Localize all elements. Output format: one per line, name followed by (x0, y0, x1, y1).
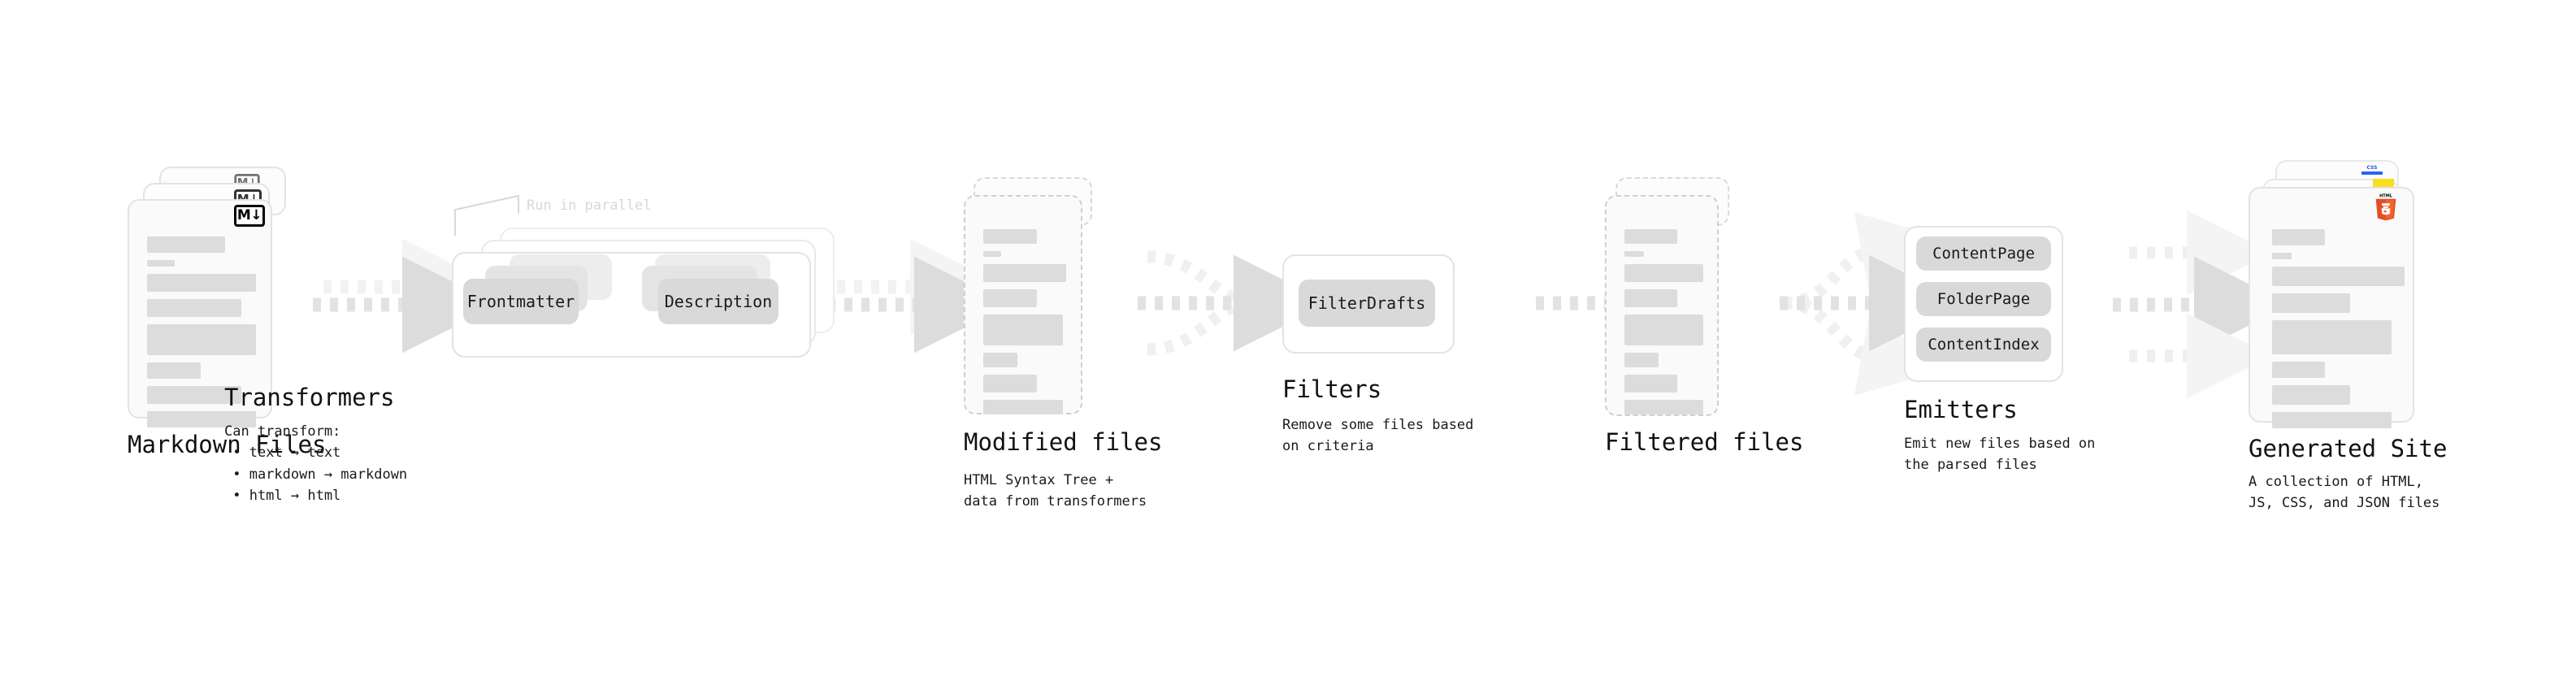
stage-title-modified-files: Modified files (964, 428, 1163, 456)
run-in-parallel-label: Run in parallel (527, 197, 652, 214)
doc-content-lines (2272, 229, 2405, 428)
emitter-chip-contentpage[interactable]: ContentPage (1916, 236, 2051, 271)
arrow-transformers-to-modified (827, 238, 1011, 354)
markdown-file-card-front (128, 199, 272, 427)
html5-icon: HTML 5 (2374, 193, 2398, 221)
html5-icon-glyph: HTML 5 (2375, 193, 2396, 221)
filtered-file-card-front (1605, 195, 1719, 416)
stage-title-emitters: Emitters (1904, 396, 2018, 423)
stage-title-markdown-files: Markdown Files (128, 431, 327, 458)
modified-file-card-front (964, 195, 1082, 414)
stage-title-generated-site: Generated Site (2249, 435, 2448, 462)
arrow-markdown-to-transformers (313, 238, 499, 354)
stage-caption-transformers: Can transform: • text → text • markdown … (224, 423, 408, 505)
doc-content-lines (147, 236, 256, 427)
arrow-filtered-to-emitters (1780, 212, 1966, 396)
generated-file-card-front (2249, 187, 2414, 428)
stage-caption-modified-files: HTML Syntax Tree + data from transformer… (964, 472, 1147, 510)
transformer-chip-description[interactable]: Description (658, 279, 778, 324)
css-icon: CSS (2361, 164, 2383, 175)
filter-chip-filterdrafts[interactable]: FilterDrafts (1299, 280, 1435, 327)
stage-title-transformers: Transformers (224, 384, 395, 411)
css-icon-label: CSS (2366, 165, 2378, 171)
doc-content-lines (983, 229, 1066, 414)
html5-icon-number: 5 (2382, 206, 2389, 218)
markdown-icon: M↓ (234, 205, 265, 227)
css-icon-bar (2361, 171, 2383, 175)
arrow-modified-to-filters (1138, 250, 1330, 356)
stage-title-filtered-files: Filtered files (1605, 428, 1804, 456)
stage-title-filters: Filters (1282, 375, 1382, 403)
transformer-chip-frontmatter[interactable]: Frontmatter (463, 279, 579, 324)
arrow-emitters-to-site (2113, 210, 2291, 399)
emitter-chip-contentindex[interactable]: ContentIndex (1916, 327, 2051, 362)
html5-icon-wordmark: HTML (2379, 193, 2393, 198)
stage-caption-emitters: Emit new files based on the parsed files (1904, 436, 2096, 474)
doc-content-lines (1624, 229, 1703, 414)
emitter-chip-folderpage[interactable]: FolderPage (1916, 282, 2051, 316)
stage-caption-generated-site: A collection of HTML, JS, CSS, and JSON … (2249, 474, 2440, 512)
stage-caption-filters: Remove some files based on criteria (1282, 417, 1474, 455)
